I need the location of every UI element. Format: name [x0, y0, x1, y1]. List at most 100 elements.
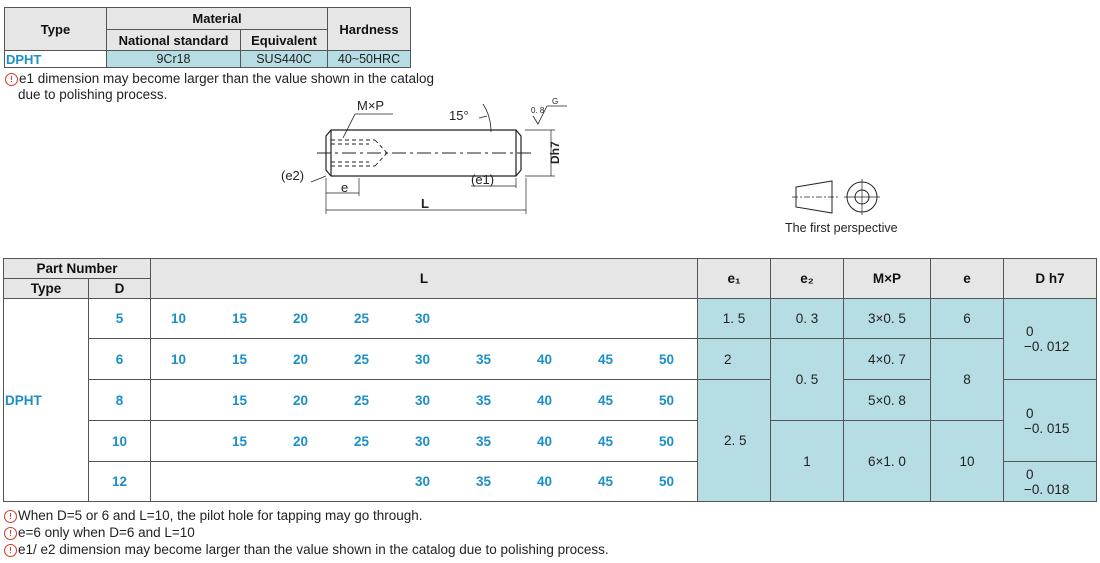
- l-value: 45: [597, 474, 614, 489]
- mxp-cell: 4×0. 7: [843, 338, 931, 380]
- note-bottom-3: e1/ e2 dimension may become larger than …: [18, 542, 609, 557]
- l-value: 30: [414, 433, 431, 449]
- dh7-cell: 0 −0. 018: [1003, 461, 1097, 502]
- l-value: 30: [414, 392, 431, 408]
- l-value: 40: [536, 433, 553, 449]
- l-value: 15: [231, 351, 248, 367]
- pin-drawing: M×P 15° 0. 8 G Dh7 (e2) (e1) e L: [281, 97, 567, 214]
- l-value: 15: [231, 311, 248, 326]
- dh7-upper: 0: [1026, 324, 1034, 339]
- l-value: 35: [475, 433, 492, 449]
- projection-symbol-icon: [792, 179, 880, 215]
- l-value: 10: [170, 311, 187, 326]
- dh7-lower: −0. 018: [1024, 481, 1070, 497]
- l-value: 45: [597, 433, 614, 449]
- dh7-label: Dh7: [548, 141, 562, 164]
- header-dh7: D h7: [1003, 258, 1097, 299]
- e1-label: (e1): [471, 172, 494, 187]
- l-value: 35: [475, 474, 492, 489]
- mat-header-equivalent: Equivalent: [240, 29, 328, 51]
- l-value: 20: [292, 433, 309, 449]
- l-values-row: 15 20 25 30 35 40 45 50: [150, 379, 698, 421]
- l-label: L: [421, 196, 429, 211]
- l-value: 30: [414, 474, 431, 489]
- material-table: Type Material Hardness National standard…: [4, 7, 411, 68]
- header-part-number: Part Number: [3, 258, 151, 279]
- warning-icon: !: [4, 527, 17, 540]
- angle-label: 15°: [449, 108, 469, 123]
- d-cell: 12: [88, 461, 151, 502]
- mat-header-material: Material: [106, 7, 328, 30]
- roughness-value: 0. 8: [531, 106, 545, 115]
- dh7-upper: 0: [1026, 405, 1034, 421]
- e1-cell: 2: [697, 338, 771, 380]
- l-value: 25: [353, 392, 370, 408]
- l-value: 50: [658, 433, 675, 449]
- l-values-row: 10 15 20 25 30 35 40 45 50: [150, 338, 698, 380]
- d-cell: 8: [88, 379, 151, 421]
- e2-cell: 1: [770, 420, 844, 502]
- l-value: 15: [231, 433, 248, 449]
- l-value: 20: [292, 351, 309, 367]
- dh7-lower: −0. 012: [1024, 339, 1070, 354]
- header-mxp: M×P: [843, 258, 931, 299]
- mxp-label: M×P: [357, 98, 384, 113]
- l-values-row: 15 20 25 30 35 40 45 50: [150, 420, 698, 462]
- l-values-row: 30 35 40 45 50: [150, 461, 698, 502]
- e2-cell: 0. 5: [770, 338, 844, 421]
- roughness-g: G: [552, 97, 558, 106]
- l-value: 50: [658, 351, 675, 367]
- dh7-cell: 0 −0. 012: [1003, 298, 1097, 380]
- header-e: e: [930, 258, 1004, 299]
- l-value: 20: [292, 311, 309, 326]
- header-l: L: [150, 258, 698, 299]
- l-value: 30: [414, 311, 431, 326]
- l-value: 10: [170, 351, 187, 367]
- mxp-cell: 6×1. 0: [843, 420, 931, 502]
- l-value: 25: [353, 433, 370, 449]
- l-value: 35: [475, 392, 492, 408]
- e-cell: 8: [930, 338, 1004, 421]
- note-top-line1: e1 dimension may become larger than the …: [19, 71, 434, 86]
- l-value: 40: [536, 474, 553, 489]
- note-bottom-2: e=6 only when D=6 and L=10: [18, 525, 195, 540]
- mxp-cell: 5×0. 8: [843, 379, 931, 421]
- l-values-row: 10 15 20 25 30: [150, 298, 698, 339]
- e1-cell: 2. 5: [697, 379, 771, 502]
- mat-type-value: DPHT: [4, 50, 107, 68]
- d-cell: 10: [88, 420, 151, 462]
- note-top: !e1 dimension may become larger than the…: [5, 71, 434, 103]
- l-value: 15: [231, 392, 248, 408]
- e2-cell: 0. 3: [770, 298, 844, 339]
- l-value: 45: [597, 351, 614, 367]
- dimension-table: Part Number L e₁ e₂ M×P e D h7 Type D DP…: [3, 258, 1097, 502]
- l-value: 30: [414, 351, 431, 367]
- perspective-label: The first perspective: [785, 221, 898, 235]
- e1-cell: 1. 5: [697, 298, 771, 339]
- warning-icon: !: [4, 544, 17, 557]
- warning-icon: !: [4, 510, 17, 523]
- dh7-upper: 0: [1026, 466, 1034, 482]
- d-cell: 5: [88, 298, 151, 339]
- l-value: 20: [292, 392, 309, 408]
- header-e1: e₁: [697, 258, 771, 299]
- l-value: 40: [536, 351, 553, 367]
- header-d: D: [88, 278, 151, 299]
- l-value: 25: [353, 311, 370, 326]
- l-value: 50: [658, 392, 675, 408]
- l-value: 50: [658, 474, 675, 489]
- l-value: 35: [475, 351, 492, 367]
- e-label: e: [341, 180, 348, 195]
- e2-label: (e2): [281, 168, 304, 183]
- l-value: 45: [597, 392, 614, 408]
- d-cell: 6: [88, 338, 151, 380]
- header-type: Type: [3, 278, 89, 299]
- l-value: 40: [536, 392, 553, 408]
- dh7-lower: −0. 015: [1024, 420, 1070, 436]
- notes-bottom: !When D=5 or 6 and L=10, the pilot hole …: [4, 507, 609, 558]
- warning-icon: !: [5, 73, 18, 86]
- mat-hardness-value: 40~50HRC: [327, 50, 411, 68]
- header-e2: e₂: [770, 258, 844, 299]
- type-cell: DPHT: [3, 298, 89, 502]
- l-value: 25: [353, 351, 370, 367]
